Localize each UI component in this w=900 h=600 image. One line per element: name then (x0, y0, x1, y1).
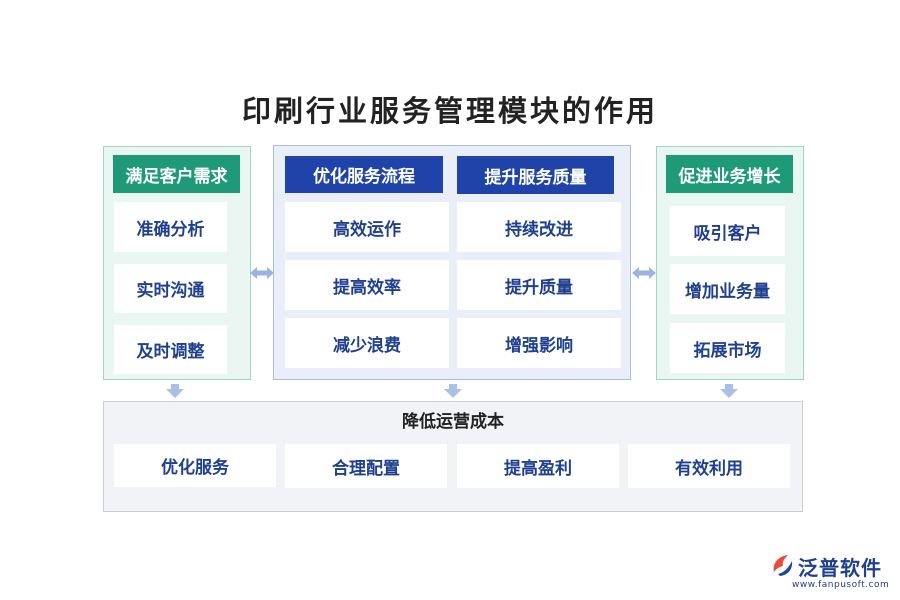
center-column-2-item-2: 提升质量 (457, 260, 621, 310)
left-item-3: 及时调整 (114, 325, 227, 374)
bottom-item-4: 有效利用 (628, 444, 790, 488)
down-arrow-icon (166, 384, 184, 398)
center-column-1-item-3: 减少浪费 (285, 318, 449, 368)
bottom-item-3: 提高盈利 (457, 444, 619, 488)
right-item-2: 增加业务量 (670, 264, 785, 314)
logo-name: 泛普软件 (798, 556, 882, 580)
center-column-2-header: 提升服务质量 (457, 156, 614, 194)
page-title: 印刷行业服务管理模块的作用 (241, 94, 658, 128)
fanpu-logo-icon (773, 555, 793, 576)
center-column-1-item-2: 提高效率 (285, 260, 449, 310)
center-column-1-item-1: 高效运作 (285, 202, 449, 252)
center-column-2-item-1: 持续改进 (457, 202, 621, 252)
logo-url: www.fanpusoft.com (792, 580, 890, 590)
right-item-1: 吸引客户 (670, 206, 785, 256)
double-arrow-icon (250, 267, 274, 279)
center-column-2-item-3: 增强影响 (457, 318, 621, 368)
left-item-1: 准确分析 (114, 202, 227, 252)
bottom-item-1: 优化服务 (114, 444, 276, 487)
double-arrow-icon (632, 267, 656, 279)
left-item-2: 实时沟通 (114, 264, 227, 313)
bottom-item-2: 合理配置 (285, 444, 447, 488)
center-column-1-header: 优化服务流程 (285, 156, 443, 193)
down-arrow-icon (444, 384, 462, 398)
right-panel-header: 促进业务增长 (666, 155, 793, 193)
bottom-panel-title: 降低运营成本 (402, 412, 504, 432)
left-panel-header: 满足客户需求 (113, 155, 240, 193)
down-arrow-icon (720, 384, 738, 398)
right-item-3: 拓展市场 (670, 323, 785, 373)
